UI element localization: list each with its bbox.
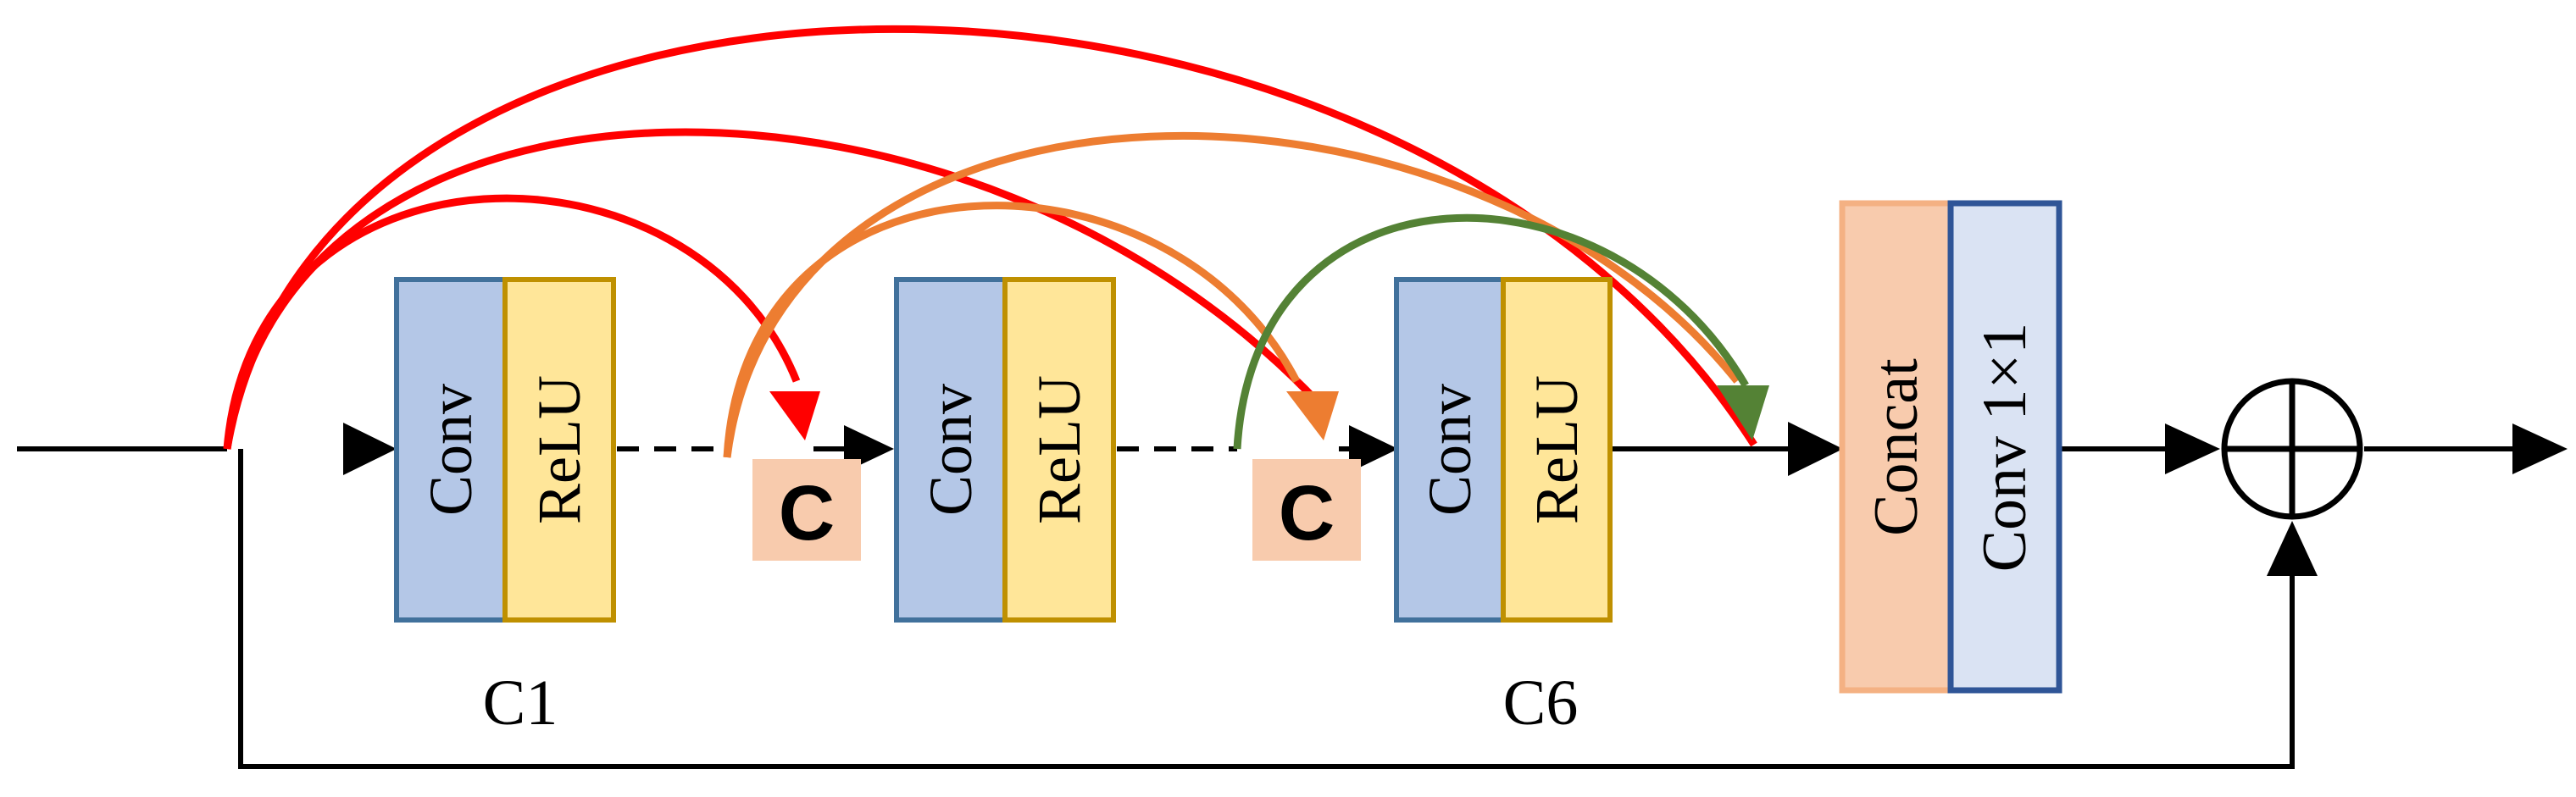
conv-label-2: Conv bbox=[917, 384, 985, 516]
conv-relu-block-3: Conv ReLU bbox=[1394, 277, 1613, 623]
arrow-into-block-1-icon bbox=[343, 423, 397, 475]
relu-label-3: ReLU bbox=[1523, 375, 1591, 524]
conv-1x1-layer bbox=[1947, 200, 2062, 694]
concat-token-1-label: C bbox=[779, 470, 835, 556]
arrow-into-sum-icon bbox=[2165, 423, 2220, 474]
main-flow bbox=[17, 422, 2568, 476]
caption-c6: C6 bbox=[1503, 667, 1579, 739]
relu-layer-2 bbox=[1002, 277, 1116, 623]
arc-green-to-fusion bbox=[1233, 213, 1749, 450]
concat-layer bbox=[1839, 200, 1954, 694]
conv-relu-block-2: Conv ReLU bbox=[894, 277, 1116, 623]
arrow-into-concat-icon bbox=[1788, 422, 1843, 476]
concat-token-1-box bbox=[752, 459, 861, 561]
arrowhead-orange-1-icon bbox=[1286, 391, 1339, 440]
caption-c1: C1 bbox=[483, 667, 558, 739]
conv-relu-block-1: Conv ReLU bbox=[394, 277, 616, 623]
concat-token-2-box bbox=[1252, 459, 1361, 561]
conv-1x1-label: Conv 1×1 bbox=[1970, 323, 2040, 573]
concat-token-2-label: C bbox=[1279, 470, 1335, 556]
arrowhead-red-1-icon bbox=[769, 391, 820, 440]
conv-label-1: Conv bbox=[417, 384, 485, 516]
conv-layer-2 bbox=[894, 277, 1008, 623]
relu-layer-3 bbox=[1501, 277, 1613, 623]
concat-label: Concat bbox=[1862, 358, 1931, 536]
arrowhead-green-1-icon bbox=[1717, 385, 1769, 440]
relu-label-1: ReLU bbox=[525, 375, 593, 524]
conv-label-3: Conv bbox=[1416, 384, 1484, 516]
output-arrow-icon bbox=[2512, 423, 2568, 474]
fusion-block: Concat Conv 1×1 bbox=[1839, 200, 2062, 694]
arc-red-to-concat-2 bbox=[223, 128, 1325, 450]
concat-token-2: C bbox=[1252, 459, 1361, 561]
arc-orange-to-fusion bbox=[723, 132, 1740, 458]
dense-connections bbox=[223, 25, 1769, 458]
arrow-into-block-3-icon bbox=[1349, 425, 1398, 473]
elementwise-sum-node bbox=[2221, 378, 2363, 520]
conv-layer-3 bbox=[1394, 277, 1506, 623]
relu-label-2: ReLU bbox=[1025, 375, 1093, 524]
residual-skip-path bbox=[238, 449, 2318, 769]
skip-arrow-up-icon bbox=[2267, 521, 2318, 576]
skip-connection-line bbox=[238, 449, 2295, 769]
concat-token-1: C bbox=[752, 459, 861, 561]
relu-layer-1 bbox=[502, 277, 616, 623]
arc-orange-to-concat-2 bbox=[723, 202, 1300, 458]
